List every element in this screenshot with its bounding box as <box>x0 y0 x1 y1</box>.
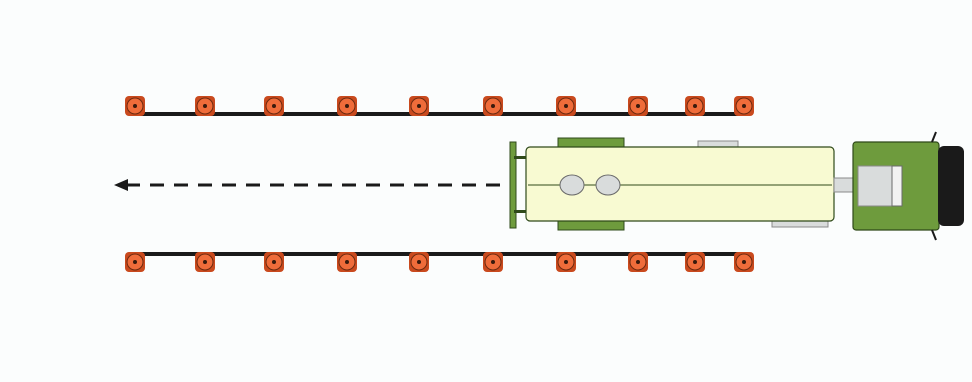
traffic-cone-icon <box>734 252 754 272</box>
windshield <box>938 146 964 226</box>
traffic-cone-icon <box>685 96 705 116</box>
traffic-cone-icon <box>628 96 648 116</box>
traffic-cone-icon <box>195 96 215 116</box>
traffic-cone-icon <box>409 252 429 272</box>
top-cone-row <box>125 96 754 116</box>
cab-vent <box>891 165 903 207</box>
rear-bar <box>509 141 517 229</box>
cab-roof-panel <box>857 165 895 207</box>
traffic-cone-icon <box>409 96 429 116</box>
mirror <box>931 131 937 143</box>
traffic-cone-icon <box>483 252 503 272</box>
traffic-cone-icon <box>556 252 576 272</box>
traffic-cone-icon <box>264 96 284 116</box>
left-arrow-icon <box>114 179 500 191</box>
hatch-icon <box>559 174 585 196</box>
traffic-cone-icon <box>628 252 648 272</box>
rear-connector <box>514 156 530 159</box>
traffic-cone-icon <box>556 96 576 116</box>
mirror <box>931 229 937 241</box>
traffic-cone-icon <box>734 96 754 116</box>
traffic-cone-icon <box>483 96 503 116</box>
traffic-cone-icon <box>685 252 705 272</box>
traffic-cone-icon <box>195 252 215 272</box>
tanker-truck-icon <box>509 131 964 241</box>
bottom-cone-row <box>125 252 754 272</box>
traffic-cone-icon <box>125 96 145 116</box>
traffic-cone-icon <box>337 96 357 116</box>
hatch-icon <box>595 174 621 196</box>
traffic-cone-icon <box>125 252 145 272</box>
rear-connector <box>514 210 530 213</box>
traffic-cone-icon <box>337 252 357 272</box>
traffic-cone-icon <box>264 252 284 272</box>
